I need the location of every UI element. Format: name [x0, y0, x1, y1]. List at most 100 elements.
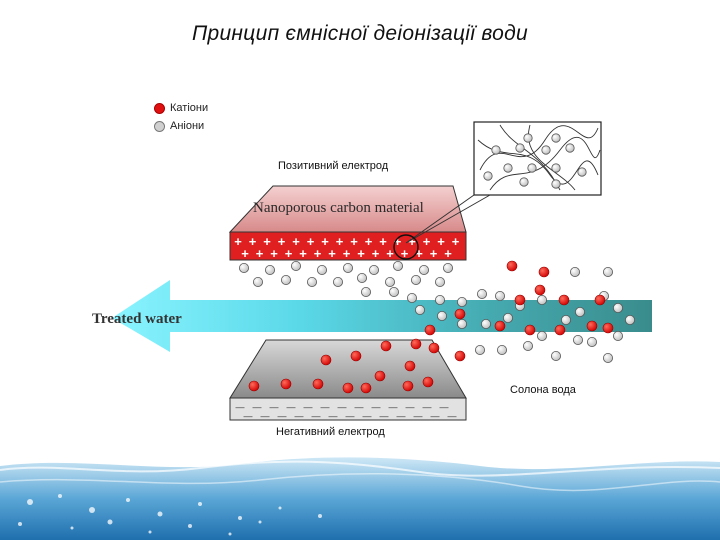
anion-dot [613, 302, 624, 313]
cation-dot [524, 324, 536, 336]
anion-dot [456, 296, 467, 307]
anion-dot [384, 276, 395, 287]
anions [238, 260, 636, 363]
cation-dot [538, 266, 550, 278]
zoom-focus-circle [393, 234, 419, 260]
minus-sign: — [346, 411, 355, 421]
cation-dot [506, 260, 518, 272]
anion-dot [392, 260, 403, 271]
minus-sign: — [261, 411, 270, 421]
minus-sign: — [321, 402, 330, 412]
minus-sign: — [338, 402, 347, 412]
cation-legend-dot [154, 102, 165, 114]
slide-title: Принцип ємнісної деіонізації води [191, 22, 529, 45]
cation-dot [602, 322, 614, 334]
plus-sign: + [365, 234, 373, 249]
plus-sign: + [357, 246, 365, 261]
plus-sign: + [263, 234, 271, 249]
cation-dot [554, 324, 566, 336]
cations-label: Катіони [170, 102, 209, 114]
minus-sign: — [440, 402, 449, 412]
anion-dot [280, 274, 291, 285]
bubble [70, 526, 74, 530]
bubble [89, 507, 95, 513]
bubble [188, 524, 192, 528]
minus-sign: — [312, 411, 321, 421]
plus-sign: + [321, 234, 329, 249]
anion-dot [494, 290, 505, 301]
zoom-pointer [405, 194, 491, 244]
cation-dot [422, 376, 434, 388]
negative-electrode-label: Негативний електрод [276, 426, 385, 438]
anions-label: Аніони [170, 120, 205, 132]
anion-dot [480, 318, 491, 329]
anion-dot [613, 330, 624, 341]
minus-sign: — [244, 411, 253, 421]
anion-dot [561, 314, 572, 325]
cation-dot [402, 380, 414, 392]
anion-dot [442, 262, 453, 273]
anion-dot [625, 314, 636, 325]
minus-sign: — [355, 402, 364, 412]
plus-sign: + [350, 234, 358, 249]
cation-dot [454, 350, 466, 362]
anion-dot [342, 262, 353, 273]
inset-anion-dot [491, 145, 501, 155]
negative-charges: —————————————————————————— [236, 402, 457, 421]
anion-dot [360, 286, 371, 297]
cation-dot [342, 382, 354, 394]
inset-anion-dot [503, 163, 513, 173]
plus-sign: + [299, 246, 307, 261]
inset-anion-dot [541, 145, 551, 155]
inset-anion-dot [565, 143, 575, 153]
minus-sign: — [380, 411, 389, 421]
treated-water-label: Treated water [92, 311, 182, 327]
anion-dot [410, 274, 421, 285]
inset-anion-dot [515, 143, 525, 153]
anion-dot [474, 344, 485, 355]
minus-sign: — [278, 411, 287, 421]
minus-sign: — [236, 402, 245, 412]
plus-sign: + [249, 234, 257, 249]
positive-electrode-label: Позитивний електрод [278, 160, 389, 172]
minus-sign: — [287, 402, 296, 412]
anion-dot [603, 352, 614, 363]
minus-sign: — [431, 411, 440, 421]
anion-dot [496, 344, 507, 355]
anion-dot [434, 276, 445, 287]
minus-sign: — [448, 411, 457, 421]
cation-dot [594, 294, 606, 306]
anion-dot [306, 276, 317, 287]
anion-dot [290, 260, 301, 271]
cation-dot [586, 320, 598, 332]
water-flow-arrow [112, 280, 652, 352]
water-splash-decoration [0, 457, 720, 540]
anion-dot [575, 306, 586, 317]
plus-sign: + [278, 234, 286, 249]
plus-sign: + [379, 234, 387, 249]
anion-dot [406, 292, 417, 303]
anion-dot [316, 264, 327, 275]
cation-dot [312, 378, 324, 390]
anion-dot [502, 312, 513, 323]
legend-anions: Аніони [154, 120, 204, 132]
plus-sign: + [423, 234, 431, 249]
anion-dot [537, 330, 548, 341]
minus-sign: — [295, 411, 304, 421]
minus-sign: — [389, 402, 398, 412]
cation-dot [280, 378, 292, 390]
anion-dot [418, 264, 429, 275]
cation-dot [558, 294, 570, 306]
plus-sign: + [394, 234, 402, 249]
positive-electrode-charge-layer [229, 231, 467, 261]
inset-anion-dot [483, 171, 493, 181]
positive-charges: +++++++++++++++++++++++++++++++ [234, 234, 460, 261]
plus-sign: + [437, 234, 445, 249]
inset-anion-dot [551, 133, 561, 143]
plus-sign: + [270, 246, 278, 261]
bubble [258, 520, 262, 524]
cation-dot [424, 324, 436, 336]
inset-anion-dot [527, 163, 537, 173]
anion-dot [551, 350, 562, 361]
